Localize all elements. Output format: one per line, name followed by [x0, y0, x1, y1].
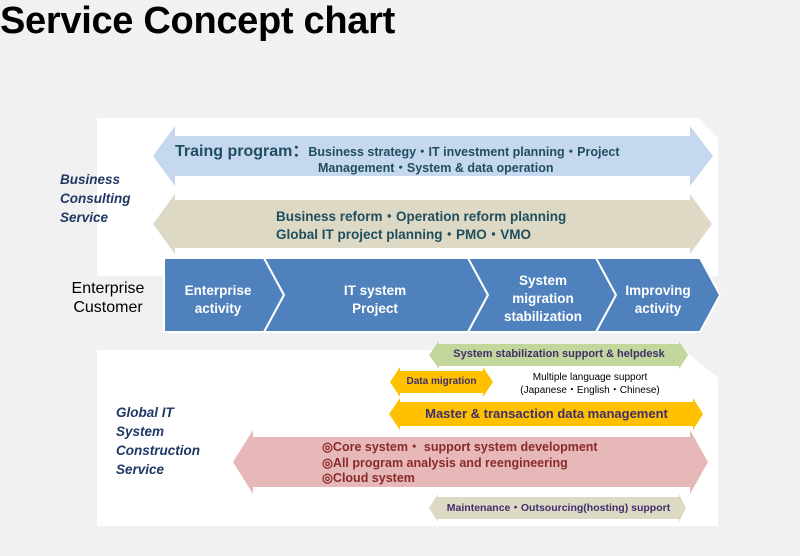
step-line: Project	[352, 301, 398, 316]
business-consulting-label: Business Consulting Service	[60, 170, 131, 227]
reform-line: Business reform・Operation reform plannin…	[276, 209, 567, 224]
label-line: Construction	[116, 443, 200, 458]
stabilization-text: System stabilization support & helpdesk	[453, 348, 665, 360]
development-list: ◎Core system・ support system development…	[322, 440, 598, 487]
process-step-shape	[594, 257, 722, 333]
label-line: Consulting	[60, 191, 131, 206]
maintenance-arrow	[429, 494, 686, 522]
language-support-text: Multiple language support (Japanese・Engl…	[500, 371, 680, 397]
development-item: ◎All program analysis and reengineering	[322, 456, 598, 472]
master-data-arrow	[389, 398, 703, 430]
reform-text: Business reform・Operation reform plannin…	[276, 208, 566, 244]
page-title: Service Concept chart	[0, 0, 395, 42]
global-it-label: Global IT System Construction Service	[116, 403, 200, 479]
master-data-text: Master & transaction data management	[425, 406, 668, 421]
training-heading: Traing program：	[175, 143, 309, 160]
training-arrow	[153, 126, 713, 186]
step-line: stabilization	[503, 309, 582, 324]
language-line: (Japanese・English・Chinese)	[520, 385, 660, 396]
reform-line: Global IT project planning・PMO・VMO	[276, 227, 532, 242]
development-arrow	[233, 430, 708, 494]
development-item: ◎Cloud system	[322, 471, 598, 487]
process-step-enterprise-activity: Enterprise activity	[170, 282, 266, 318]
language-line: Multiple language support	[532, 372, 648, 383]
label-line: Global IT	[116, 405, 174, 420]
process-step-improving-activity: Improving activity	[612, 282, 704, 318]
stabilization-arrow	[429, 341, 688, 369]
process-step-it-system-project: IT system Project	[300, 282, 450, 318]
bullet-icon: ◎	[322, 455, 333, 470]
label-line: Service	[60, 210, 109, 225]
label-line: Customer	[73, 299, 143, 316]
data-migration-text: Data migration	[406, 376, 477, 387]
step-line: System	[518, 273, 568, 288]
process-step-system-migration: System migration stabilization	[490, 272, 596, 326]
step-line: activity	[634, 301, 682, 316]
data-migration-arrow	[390, 367, 493, 397]
training-text: Traing program：Business strategy・IT inve…	[175, 142, 620, 161]
enterprise-customer-label: Enterprise Customer	[48, 279, 168, 317]
step-line: Enterprise	[184, 283, 252, 298]
step-line: IT system	[343, 283, 407, 298]
item-text: Cloud system	[332, 471, 415, 485]
label-line: Enterprise	[71, 280, 145, 297]
label-line: Service	[116, 462, 165, 477]
maintenance-text: Maintenance・Outsourcing(hosting) support	[446, 502, 671, 514]
training-line: Business strategy・IT investment planning…	[308, 145, 620, 159]
reform-arrow	[153, 194, 712, 254]
label-line: Business	[60, 172, 121, 187]
step-line: migration	[512, 291, 574, 306]
bullet-icon: ◎	[322, 440, 333, 454]
step-line: activity	[194, 301, 242, 316]
training-line: Management・System & data operation	[318, 161, 554, 175]
bullet-icon: ◎	[322, 471, 333, 485]
step-line: Improving	[625, 283, 691, 298]
item-text: All program analysis and reengineering	[332, 455, 568, 470]
label-line: System	[116, 424, 165, 439]
item-text: Core system・ support system development	[332, 440, 598, 454]
development-item: ◎Core system・ support system development	[322, 440, 598, 456]
